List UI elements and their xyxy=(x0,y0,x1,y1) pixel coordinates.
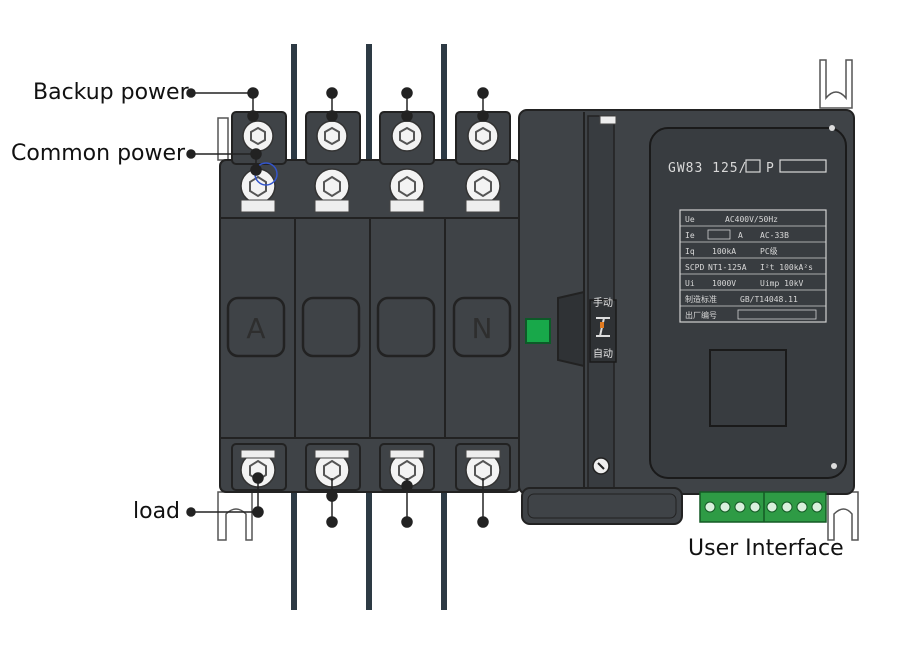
plate-standard: 制造标准 xyxy=(685,294,717,304)
plate-scpd-value: NT1-125A xyxy=(708,263,747,272)
plate-ui: Ui xyxy=(685,279,695,288)
callouts xyxy=(186,87,489,528)
plate-iq-value: 100kA xyxy=(712,247,736,256)
plate-ue-value: AC400V/50Hz xyxy=(725,215,778,224)
model-number: GW83 125/ xyxy=(668,161,747,176)
handle-socket xyxy=(557,290,585,368)
plate-ie: Ie xyxy=(685,231,695,240)
plate-iq: Iq xyxy=(685,247,695,256)
phase-window-c xyxy=(376,296,436,358)
nameplate: Ue AC400V/50Hz Ie A AC-33B Iq 100kA PC级 … xyxy=(679,209,827,323)
phase-window-a xyxy=(226,296,286,358)
phase-window-n xyxy=(452,296,512,358)
plate-ie-unit: A xyxy=(738,231,743,240)
controller-base xyxy=(521,487,683,525)
phase-label-n: N xyxy=(472,312,493,345)
pole-body: A N xyxy=(219,159,521,493)
plate-ue: Ue xyxy=(685,215,695,224)
load-label: load xyxy=(133,499,181,524)
plate-ie-cat: AC-33B xyxy=(760,231,789,240)
bottom-terminals xyxy=(231,443,511,491)
user-interface-terminals xyxy=(699,491,827,523)
model-suffix: P xyxy=(766,161,775,176)
controller: 手动 自动 GW83 125/ P Ue AC400V/50Hz Ie A xyxy=(518,109,855,525)
front-panel xyxy=(649,127,847,479)
user-interface-label: User Interface xyxy=(688,536,844,561)
plate-iq-class: PC级 xyxy=(760,246,778,256)
plate-serial: 出厂编号 xyxy=(685,310,717,320)
manual-label: 手动 xyxy=(593,296,613,309)
plate-i2t: I²t 100kA²s xyxy=(760,263,813,272)
bracket-bottom-left xyxy=(217,491,253,541)
bracket-top-right xyxy=(819,59,853,109)
plate-uimp: Uimp 10kV xyxy=(760,279,804,288)
plate-ui-value: 1000V xyxy=(712,279,736,288)
plate-standard-value: GB/T14048.11 xyxy=(740,295,798,304)
plate-scpd: SCPD xyxy=(685,263,704,272)
auto-label: 自动 xyxy=(593,347,613,360)
indicator-light xyxy=(525,318,551,344)
display-window xyxy=(709,349,787,427)
phase-label-a: A xyxy=(246,312,265,345)
bracket-bottom-right xyxy=(827,491,859,541)
common-power-label: Common power xyxy=(11,141,186,166)
manual-auto-switch[interactable] xyxy=(589,299,617,363)
phase-window-b xyxy=(301,296,361,358)
backup-power-label: Backup power xyxy=(33,80,189,105)
